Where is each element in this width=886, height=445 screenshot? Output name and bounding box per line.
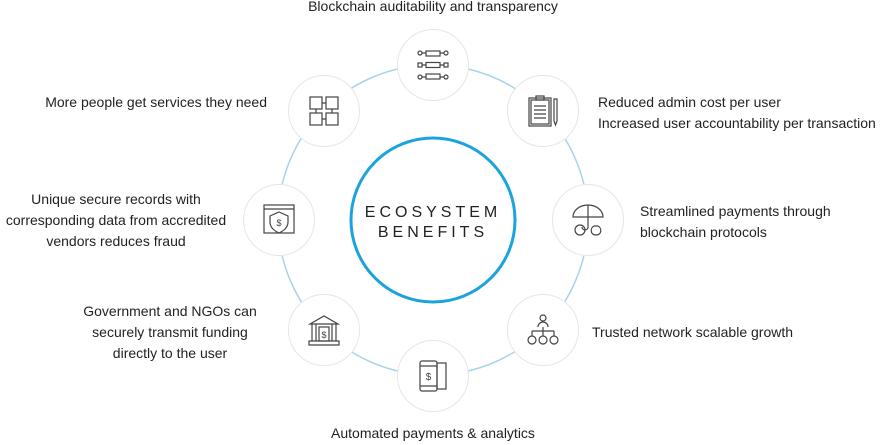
label-government: Government and NGOs can securely transmi… xyxy=(60,301,280,364)
node-blockchain xyxy=(397,29,469,101)
node-government: $ xyxy=(288,294,360,366)
mobile-payment-icon: $ xyxy=(419,360,447,392)
label-line: Trusted network scalable growth xyxy=(592,324,794,340)
label-payments: Streamlined payments through blockchain … xyxy=(640,201,831,243)
umbrella-money-icon xyxy=(572,204,604,236)
hands-puzzle-icon xyxy=(309,96,339,126)
label-line: securely transmit funding xyxy=(92,324,248,340)
center-title-line2: BENEFITS xyxy=(377,224,489,241)
label-line: Streamlined payments through xyxy=(640,203,831,219)
label-line: Government and NGOs can xyxy=(83,303,257,319)
node-more-people xyxy=(288,75,360,147)
label-line: corresponding data from accredited xyxy=(5,212,227,228)
label-line: vendors reduces fraud xyxy=(46,233,186,249)
center-circle xyxy=(349,136,517,304)
svg-text:$: $ xyxy=(276,218,281,228)
clipboard-pen-icon xyxy=(528,95,558,127)
label-line: blockchain protocols xyxy=(640,224,767,240)
svg-text:$: $ xyxy=(426,372,432,383)
label-more-people: More people get services they need xyxy=(20,92,267,113)
label-line: directly to the user xyxy=(112,345,228,361)
node-network-growth xyxy=(507,294,579,366)
label-automated-payments: Automated payments & analytics xyxy=(283,423,583,444)
center-title-line1: ECOSYSTEM xyxy=(364,204,502,221)
secure-shield-icon: $ xyxy=(263,204,295,234)
label-line: More people get services they need xyxy=(45,94,267,110)
node-secure-records: $ xyxy=(243,184,315,256)
bank-icon: $ xyxy=(307,315,341,346)
svg-text:$: $ xyxy=(321,330,326,340)
label-network-growth: Trusted network scalable growth xyxy=(592,322,793,343)
network-hierarchy-icon xyxy=(527,314,559,345)
label-line: Unique secure records with xyxy=(31,191,201,207)
node-admin-cost xyxy=(507,75,579,147)
node-payments xyxy=(552,184,624,256)
label-line: Automated payments & analytics xyxy=(331,425,535,441)
label-secure-records: Unique secure records with corresponding… xyxy=(0,189,232,252)
node-automated-payments: $ xyxy=(397,340,469,412)
center-title: ECOSYSTEM BENEFITS xyxy=(353,203,513,243)
label-line: Blockchain auditability and transparency xyxy=(308,0,558,14)
label-line: Reduced admin cost per user xyxy=(598,94,781,110)
label-admin-cost: Reduced admin cost per user Increased us… xyxy=(598,92,876,134)
label-line: Increased user accountability per transa… xyxy=(598,115,876,131)
label-blockchain: Blockchain auditability and transparency xyxy=(283,0,583,17)
blockchain-network-icon xyxy=(417,50,449,80)
